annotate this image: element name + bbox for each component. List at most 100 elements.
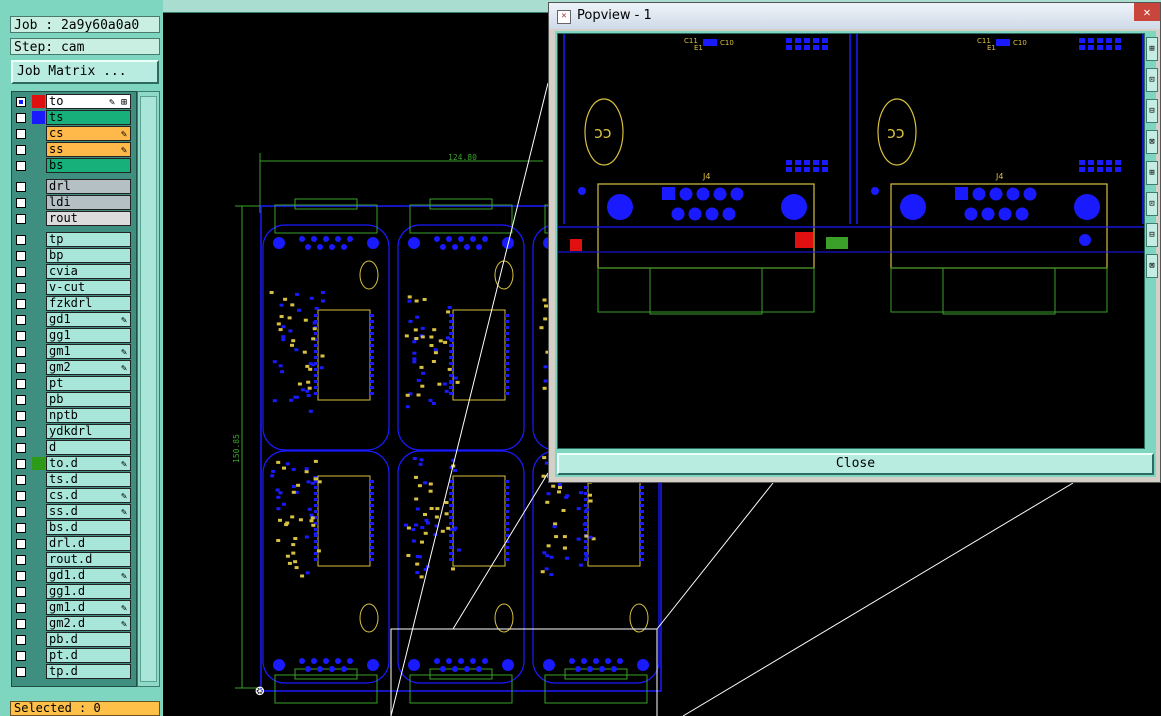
- layer-row-cvia[interactable]: cvia: [13, 264, 131, 279]
- layer-checkbox[interactable]: [16, 571, 26, 581]
- layer-name[interactable]: to✎ ⊞: [46, 94, 131, 109]
- layer-checkbox[interactable]: [16, 507, 26, 517]
- layer-name[interactable]: pb.d: [46, 632, 131, 647]
- view-tool-icon[interactable]: ⊠: [1146, 130, 1158, 154]
- layer-checkbox[interactable]: [16, 283, 26, 293]
- layer-checkbox[interactable]: [16, 443, 26, 453]
- layer-name[interactable]: gm1.d✎: [46, 600, 131, 615]
- view-tool-icon[interactable]: ⊞: [1146, 37, 1158, 61]
- popview-titlebar[interactable]: ✕ Popview - 1 ✕: [549, 3, 1160, 29]
- layer-row-pt.d[interactable]: pt.d: [13, 648, 131, 663]
- layer-checkbox[interactable]: [16, 113, 26, 123]
- layer-checkbox[interactable]: [16, 235, 26, 245]
- layer-checkbox[interactable]: [16, 603, 26, 613]
- layer-checkbox[interactable]: [16, 161, 26, 171]
- layer-row-drl.d[interactable]: drl.d: [13, 536, 131, 551]
- layer-row-bs.d[interactable]: bs.d: [13, 520, 131, 535]
- layer-row-gm1.d[interactable]: gm1.d✎: [13, 600, 131, 615]
- layer-scrollbar[interactable]: [137, 91, 160, 687]
- layer-name[interactable]: fzkdrl: [46, 296, 131, 311]
- layer-color-swatch[interactable]: [32, 111, 45, 124]
- layer-row-tp[interactable]: tp: [13, 232, 131, 247]
- layer-checkbox[interactable]: [16, 145, 26, 155]
- layer-row-v-cut[interactable]: v-cut: [13, 280, 131, 295]
- layer-checkbox[interactable]: [16, 555, 26, 565]
- view-tool-icon[interactable]: ⊟: [1146, 99, 1158, 123]
- layer-name[interactable]: cvia: [46, 264, 131, 279]
- layer-checkbox[interactable]: [16, 97, 26, 107]
- layer-row-rout[interactable]: rout: [13, 211, 131, 226]
- layer-name[interactable]: bs.d: [46, 520, 131, 535]
- view-tool-icon[interactable]: ⊟: [1146, 223, 1158, 247]
- layer-row-tp.d[interactable]: tp.d: [13, 664, 131, 679]
- layer-row-gm1[interactable]: gm1✎: [13, 344, 131, 359]
- layer-row-gd1.d[interactable]: gd1.d✎: [13, 568, 131, 583]
- layer-checkbox[interactable]: [16, 635, 26, 645]
- layer-checkbox[interactable]: [16, 251, 26, 261]
- layer-checkbox[interactable]: [16, 129, 26, 139]
- view-tool-icon[interactable]: ⊡: [1146, 68, 1158, 92]
- layer-checkbox[interactable]: [16, 651, 26, 661]
- layer-name[interactable]: tp.d: [46, 664, 131, 679]
- layer-checkbox[interactable]: [16, 539, 26, 549]
- layer-name[interactable]: gm2✎: [46, 360, 131, 375]
- layer-name[interactable]: gg1: [46, 328, 131, 343]
- layer-checkbox[interactable]: [16, 347, 26, 357]
- layer-row-ydkdrl[interactable]: ydkdrl: [13, 424, 131, 439]
- layer-name[interactable]: nptb: [46, 408, 131, 423]
- layer-name[interactable]: rout: [46, 211, 131, 226]
- layer-checkbox[interactable]: [16, 427, 26, 437]
- layer-row-to[interactable]: to✎ ⊞: [13, 94, 131, 109]
- view-tool-icon[interactable]: ⊞: [1146, 161, 1158, 185]
- layer-row-gm2[interactable]: gm2✎: [13, 360, 131, 375]
- window-close-icon[interactable]: ✕: [1134, 3, 1160, 21]
- layer-checkbox[interactable]: [16, 299, 26, 309]
- layer-name[interactable]: cs✎: [46, 126, 131, 141]
- layer-checkbox[interactable]: [16, 363, 26, 373]
- layer-checkbox[interactable]: [16, 459, 26, 469]
- layer-checkbox[interactable]: [16, 315, 26, 325]
- layer-checkbox[interactable]: [16, 331, 26, 341]
- layer-name[interactable]: tp: [46, 232, 131, 247]
- layer-color-swatch[interactable]: [32, 95, 45, 108]
- layer-name[interactable]: gm2.d✎: [46, 616, 131, 631]
- layer-row-rout.d[interactable]: rout.d: [13, 552, 131, 567]
- layer-name[interactable]: gd1✎: [46, 312, 131, 327]
- layer-checkbox[interactable]: [16, 587, 26, 597]
- layer-row-pt[interactable]: pt: [13, 376, 131, 391]
- layer-checkbox[interactable]: [16, 214, 26, 224]
- layer-checkbox[interactable]: [16, 619, 26, 629]
- layer-row-bs[interactable]: bs: [13, 158, 131, 173]
- layer-name[interactable]: pt: [46, 376, 131, 391]
- layer-name[interactable]: to.d✎: [46, 456, 131, 471]
- view-tool-icon[interactable]: ⊡: [1146, 192, 1158, 216]
- layer-name[interactable]: pt.d: [46, 648, 131, 663]
- layer-name[interactable]: drl.d: [46, 536, 131, 551]
- layer-name[interactable]: cs.d✎: [46, 488, 131, 503]
- layer-row-gg1[interactable]: gg1: [13, 328, 131, 343]
- layer-checkbox[interactable]: [16, 411, 26, 421]
- layer-name[interactable]: v-cut: [46, 280, 131, 295]
- layer-row-ts[interactable]: ts: [13, 110, 131, 125]
- layer-checkbox[interactable]: [16, 491, 26, 501]
- layer-name[interactable]: d: [46, 440, 131, 455]
- layer-row-d[interactable]: d: [13, 440, 131, 455]
- layer-row-ss[interactable]: ss✎: [13, 142, 131, 157]
- layer-name[interactable]: ts.d: [46, 472, 131, 487]
- layer-row-gd1[interactable]: gd1✎: [13, 312, 131, 327]
- layer-checkbox[interactable]: [16, 267, 26, 277]
- layer-name[interactable]: gm1✎: [46, 344, 131, 359]
- layer-name[interactable]: ts: [46, 110, 131, 125]
- layer-name[interactable]: ydkdrl: [46, 424, 131, 439]
- layer-checkbox[interactable]: [16, 667, 26, 677]
- layer-color-swatch[interactable]: [32, 457, 45, 470]
- layer-row-gm2.d[interactable]: gm2.d✎: [13, 616, 131, 631]
- view-tool-icon[interactable]: ⊠: [1146, 254, 1158, 278]
- layer-row-ss.d[interactable]: ss.d✎: [13, 504, 131, 519]
- layer-row-cs.d[interactable]: cs.d✎: [13, 488, 131, 503]
- close-button[interactable]: Close: [557, 453, 1154, 475]
- layer-name[interactable]: ldi: [46, 195, 131, 210]
- layer-checkbox[interactable]: [16, 475, 26, 485]
